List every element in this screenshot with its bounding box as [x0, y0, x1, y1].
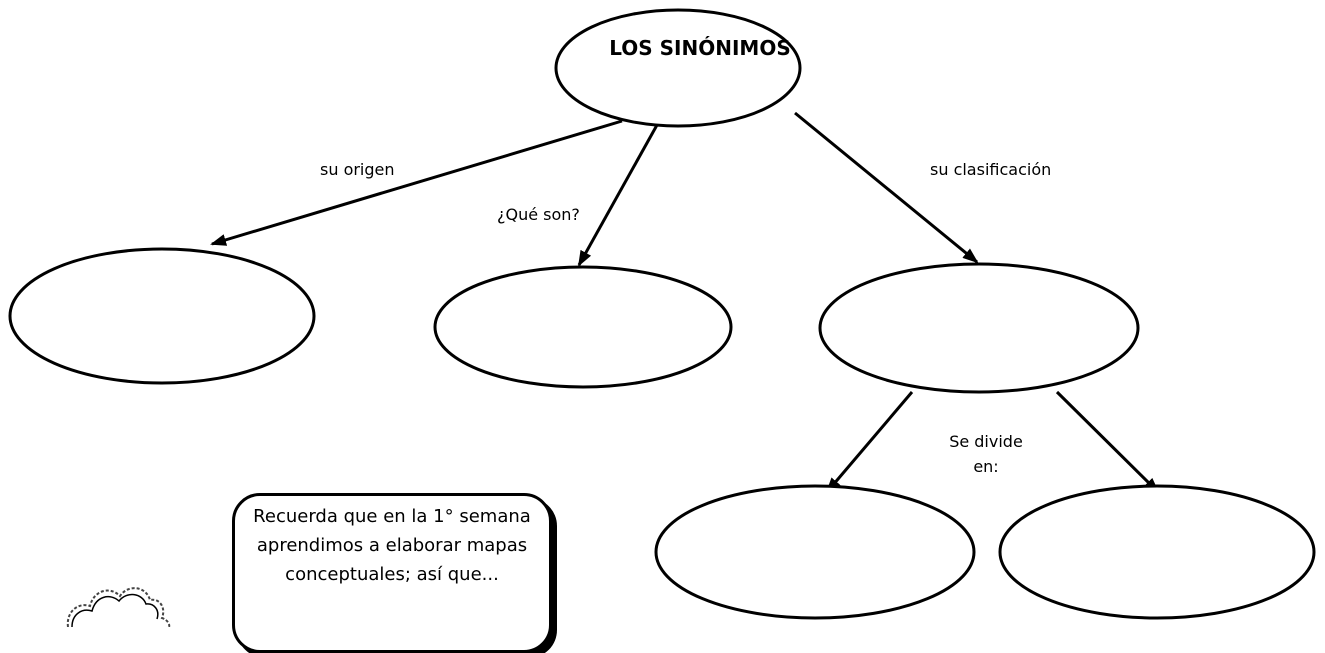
edge-label-divides: Se divide en: [949, 432, 1023, 476]
edge-label-classification: su clasificación [930, 160, 1052, 179]
arrow-classification [794, 111, 979, 264]
root-label: LOS SINÓNIMOS [609, 36, 791, 60]
concept-map [8, 8, 1316, 627]
speech-bubble-text: Recuerda que en la 1° semana aprendimos … [253, 506, 531, 585]
edge-label-what: ¿Qué son? [497, 205, 580, 224]
arrow-origin [210, 119, 623, 246]
arrow-sub-left [825, 391, 914, 494]
cloud-icon [66, 587, 171, 627]
node-sub-right[interactable] [998, 484, 1316, 620]
node-origin[interactable] [8, 247, 316, 385]
edge-label-origin: su origen [320, 160, 395, 179]
arrow-sub-right [1055, 390, 1160, 494]
cloud-icon-outline [71, 593, 159, 627]
arrow-what [577, 124, 659, 267]
root-node [554, 8, 802, 128]
node-what[interactable] [433, 265, 733, 389]
node-sub-left[interactable] [654, 484, 976, 620]
node-classification[interactable] [818, 262, 1140, 394]
speech-bubble [232, 493, 552, 653]
